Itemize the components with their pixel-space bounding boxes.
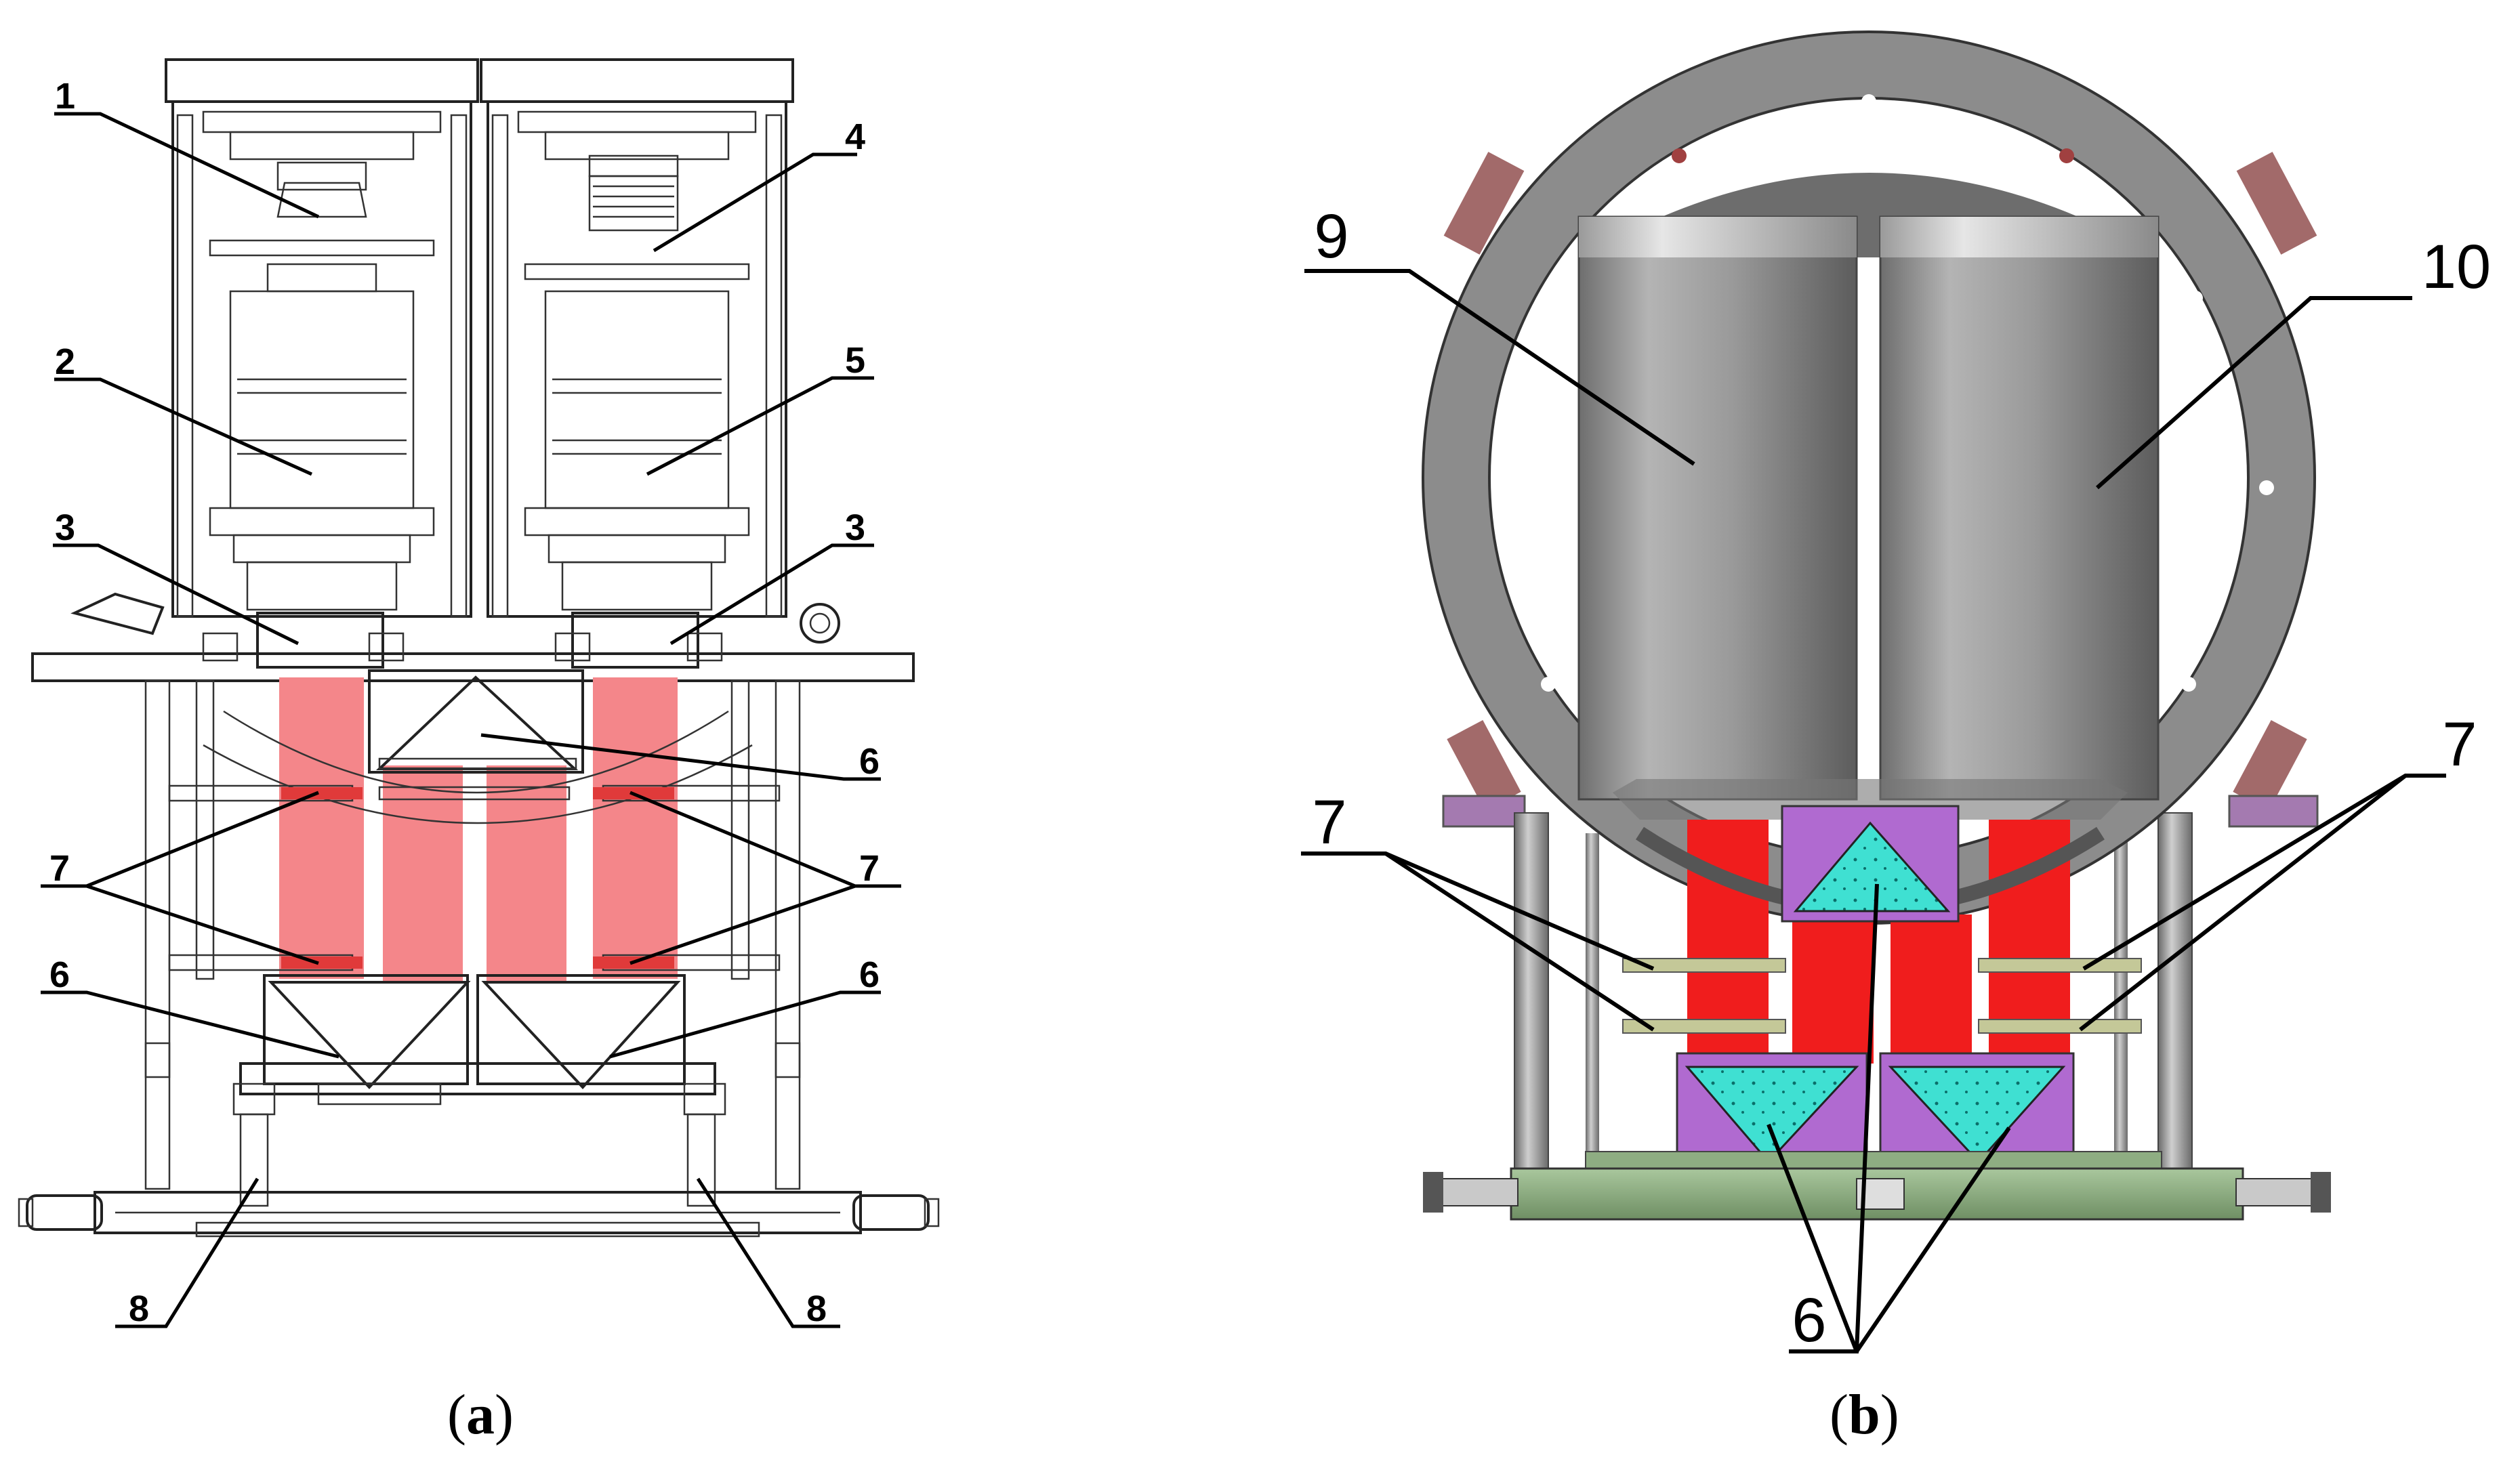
caption-b-letter: b bbox=[1848, 1383, 1880, 1446]
caption-b-close: ) bbox=[1880, 1383, 1899, 1446]
label-a-5: 5 bbox=[845, 340, 865, 381]
caption-b: (b) bbox=[1830, 1382, 1899, 1448]
panel-a-cross-section bbox=[18, 58, 940, 1328]
label-a-6-lower-right: 6 bbox=[859, 954, 880, 995]
caption-b-open: ( bbox=[1830, 1383, 1848, 1446]
label-a-3-left: 3 bbox=[55, 507, 75, 548]
label-a-1: 1 bbox=[55, 76, 75, 117]
label-a-6-upper: 6 bbox=[859, 741, 880, 782]
label-a-7-left: 7 bbox=[49, 848, 70, 889]
caption-a: (a) bbox=[447, 1382, 514, 1448]
caption-a-close: ) bbox=[494, 1383, 514, 1446]
label-b-9: 9 bbox=[1314, 202, 1348, 271]
label-b-7-right: 7 bbox=[2442, 710, 2477, 779]
label-b-6: 6 bbox=[1792, 1286, 1826, 1355]
cylinder-9 bbox=[1577, 215, 1858, 801]
caption-a-open: ( bbox=[447, 1383, 466, 1446]
label-a-6-lower-left: 6 bbox=[49, 954, 70, 995]
label-b-10: 10 bbox=[2422, 232, 2491, 301]
scintillator-a-4 bbox=[593, 677, 678, 979]
label-a-2: 2 bbox=[55, 341, 75, 382]
panel-b-3d-render bbox=[1301, 30, 2446, 1353]
scintillator-a-3 bbox=[487, 765, 566, 982]
scintillator-a-1 bbox=[279, 677, 364, 979]
label-b-7-left: 7 bbox=[1312, 788, 1346, 857]
scintillator-a-2 bbox=[383, 765, 463, 982]
label-a-8-right: 8 bbox=[806, 1288, 827, 1329]
label-a-7-right: 7 bbox=[859, 848, 880, 889]
label-a-8-left: 8 bbox=[129, 1288, 149, 1329]
caption-a-letter: a bbox=[466, 1383, 495, 1446]
scintillator-b-3 bbox=[1891, 914, 1972, 1064]
label-a-4: 4 bbox=[845, 117, 865, 157]
scintillator-b-2 bbox=[1792, 914, 1874, 1064]
cylinder-10 bbox=[1879, 215, 2160, 801]
label-a-3-right: 3 bbox=[845, 507, 865, 548]
